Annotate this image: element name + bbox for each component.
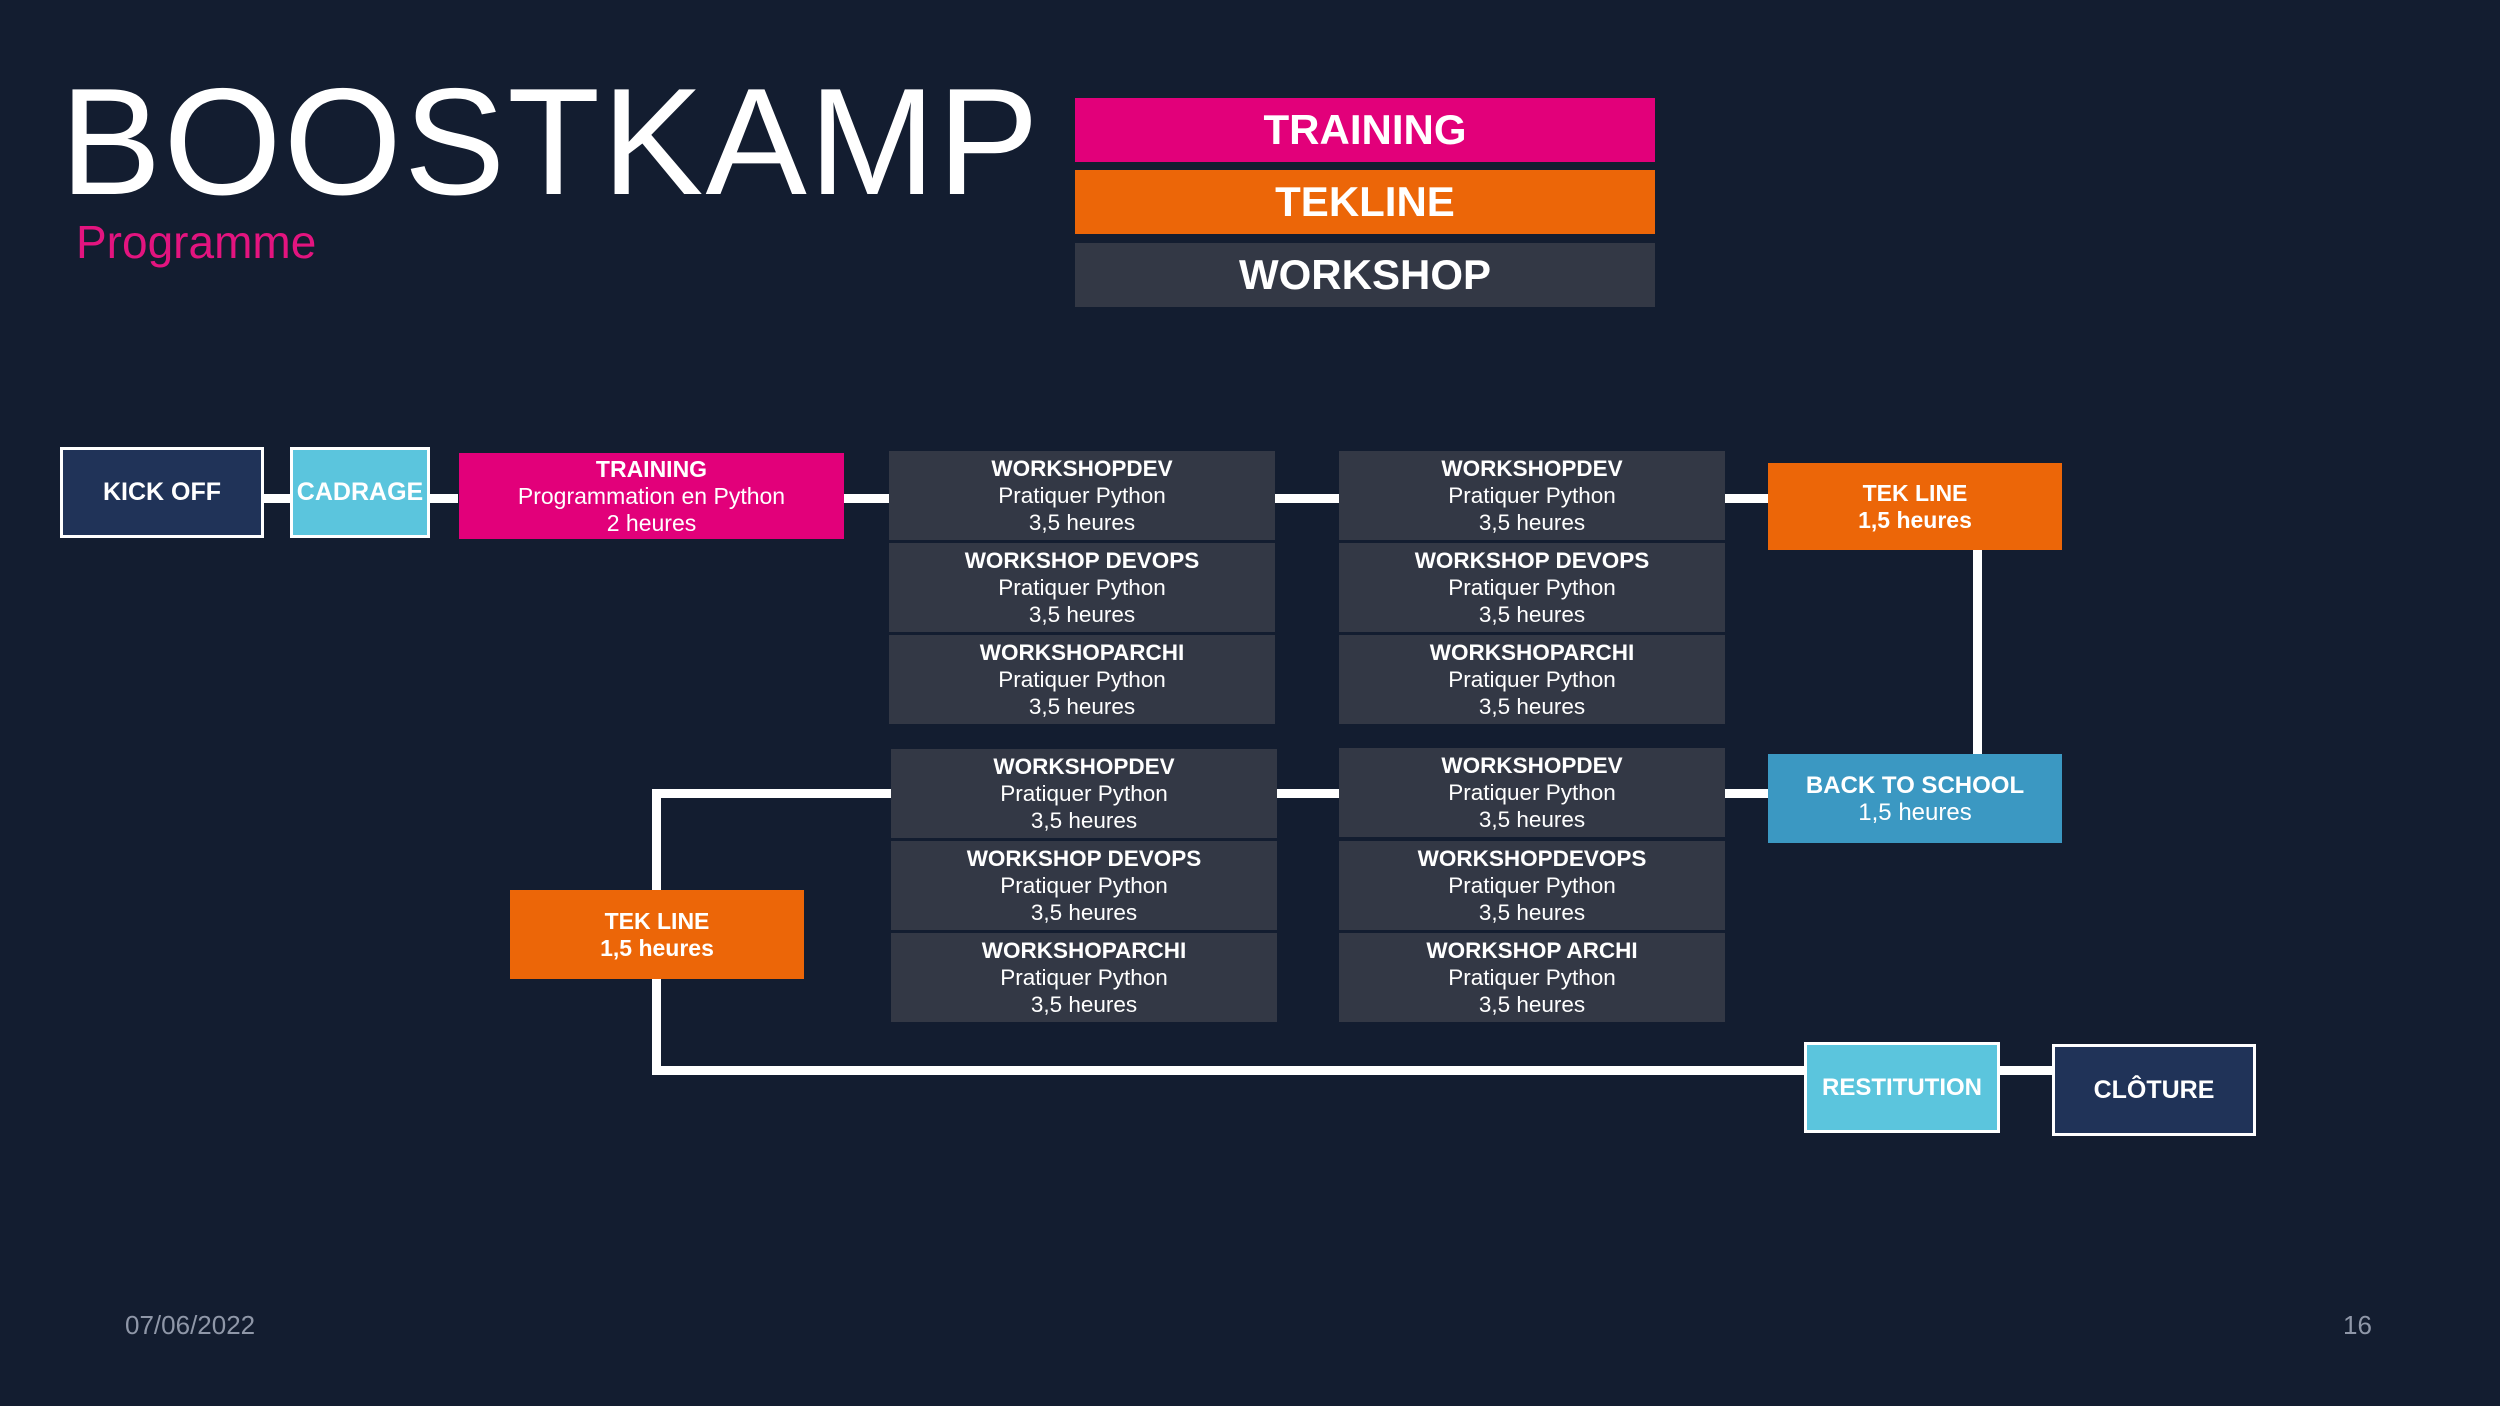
workshop-line2: 3,5 heures <box>1030 992 1138 1017</box>
workshop-line1: Pratiquer Python <box>1448 667 1616 692</box>
workshop-line2: 3,5 heures <box>1478 694 1586 719</box>
workshop-line2: 3,5 heures <box>1478 602 1586 627</box>
tekline-left-box: TEK LINE 1,5 heures <box>510 890 804 979</box>
workshop-line1: Pratiquer Python <box>1000 781 1168 806</box>
workshop-title: WORKSHOPDEV <box>991 456 1173 481</box>
workshop-title: WORKSHOP DEVOPS <box>1414 548 1650 573</box>
restitution-label: RESTITUTION <box>1822 1074 1982 1101</box>
connector-group4-group3 <box>1277 789 1340 798</box>
workshop-line1: Pratiquer Python <box>998 483 1166 508</box>
training-line2: 2 heures <box>606 509 697 536</box>
connector-group2-tekline <box>1725 494 1770 503</box>
connector-group3-tekline-left-h <box>652 789 892 798</box>
workshop-group3-item3: WORKSHOPARCHI Pratiquer Python 3,5 heure… <box>891 933 1277 1022</box>
legend-workshop: WORKSHOP <box>1075 243 1655 307</box>
workshop-title: WORKSHOPARCHI <box>979 640 1185 665</box>
workshop-title: WORKSHOP DEVOPS <box>964 548 1200 573</box>
workshop-title: WORKSHOPDEV <box>993 754 1175 779</box>
tekline-top-title: TEK LINE <box>1862 479 1968 506</box>
workshop-group2-item2: WORKSHOP DEVOPS Pratiquer Python 3,5 heu… <box>1339 543 1725 632</box>
tekline-top-box: TEK LINE 1,5 heures <box>1768 463 2062 550</box>
workshop-line2: 3,5 heures <box>1478 807 1586 832</box>
cadrage-box: CADRAGE <box>290 447 430 538</box>
connector-backtoschool-group4 <box>1725 789 1770 798</box>
workshop-title: WORKSHOPARCHI <box>1429 640 1635 665</box>
workshop-line2: 3,5 heures <box>1030 808 1138 833</box>
workshop-title: WORKSHOPDEV <box>1441 753 1623 778</box>
workshop-title: WORKSHOP ARCHI <box>1426 938 1638 963</box>
tekline-left-title: TEK LINE <box>604 907 710 934</box>
back-to-school-box: BACK TO SCHOOL 1,5 heures <box>1768 754 2062 843</box>
workshop-line2: 3,5 heures <box>1030 900 1138 925</box>
workshop-line1: Pratiquer Python <box>1000 965 1168 990</box>
workshop-group3-item2: WORKSHOP DEVOPS Pratiquer Python 3,5 heu… <box>891 841 1277 930</box>
kickoff-box: KICK OFF <box>60 447 264 538</box>
workshop-line2: 3,5 heures <box>1028 602 1136 627</box>
workshop-line1: Pratiquer Python <box>1448 965 1616 990</box>
training-box: TRAINING Programmation en Python 2 heure… <box>459 453 844 539</box>
workshop-group1-item1: WORKSHOPDEV Pratiquer Python 3,5 heures <box>889 451 1275 540</box>
workshop-line1: Pratiquer Python <box>1448 873 1616 898</box>
workshop-line1: Pratiquer Python <box>1000 873 1168 898</box>
workshop-line1: Pratiquer Python <box>1448 780 1616 805</box>
workshop-line2: 3,5 heures <box>1478 992 1586 1017</box>
workshop-line1: Pratiquer Python <box>998 667 1166 692</box>
workshop-line1: Pratiquer Python <box>998 575 1166 600</box>
workshop-title: WORKSHOP DEVOPS <box>966 846 1202 871</box>
training-title: TRAINING <box>595 455 708 482</box>
workshop-title: WORKSHOPARCHI <box>981 938 1187 963</box>
connector-restitution-cloture <box>1998 1066 2054 1075</box>
workshop-title: WORKSHOPDEV <box>1441 456 1623 481</box>
page-title: BOOSTKAMP <box>60 57 1041 227</box>
page-number: 16 <box>2343 1310 2372 1340</box>
workshop-line2: 3,5 heures <box>1028 510 1136 535</box>
kickoff-label: KICK OFF <box>102 478 222 506</box>
workshop-line1: Pratiquer Python <box>1448 483 1616 508</box>
workshop-group4-item1: WORKSHOPDEV Pratiquer Python 3,5 heures <box>1339 748 1725 837</box>
connector-loop-to-restitution <box>652 1066 1806 1075</box>
tekline-left-line1: 1,5 heures <box>600 934 714 961</box>
workshop-group1-item3: WORKSHOPARCHI Pratiquer Python 3,5 heure… <box>889 635 1275 724</box>
cloture-box: CLÔTURE <box>2052 1044 2256 1136</box>
cadrage-label: CADRAGE <box>296 478 424 506</box>
workshop-line2: 3,5 heures <box>1478 510 1586 535</box>
workshop-group1-item2: WORKSHOP DEVOPS Pratiquer Python 3,5 heu… <box>889 543 1275 632</box>
workshop-group3-item1: WORKSHOPDEV Pratiquer Python 3,5 heures <box>891 749 1277 838</box>
connector-tekline-backtoschool <box>1973 549 1982 755</box>
connector-group1-group2 <box>1275 494 1340 503</box>
connector-training-group1 <box>843 494 889 503</box>
restitution-box: RESTITUTION <box>1804 1042 2000 1133</box>
legend-tekline: TEKLINE <box>1075 170 1655 234</box>
workshop-line2: 3,5 heures <box>1028 694 1136 719</box>
back-to-school-line1: 1,5 heures <box>1858 798 1972 826</box>
workshop-line1: Pratiquer Python <box>1448 575 1616 600</box>
training-line1: Programmation en Python <box>517 482 786 509</box>
footer-date: 07/06/2022 <box>125 1310 256 1340</box>
legend-training: TRAINING <box>1075 98 1655 162</box>
workshop-group4-item3: WORKSHOP ARCHI Pratiquer Python 3,5 heur… <box>1339 933 1725 1022</box>
back-to-school-title: BACK TO SCHOOL <box>1805 771 2025 799</box>
workshop-group2-item3: WORKSHOPARCHI Pratiquer Python 3,5 heure… <box>1339 635 1725 724</box>
cloture-label: CLÔTURE <box>2093 1075 2215 1104</box>
workshop-group2-item1: WORKSHOPDEV Pratiquer Python 3,5 heures <box>1339 451 1725 540</box>
workshop-group4-item2: WORKSHOPDEVOPS Pratiquer Python 3,5 heur… <box>1339 841 1725 930</box>
connector-kickoff-cadrage <box>262 494 292 503</box>
workshop-line2: 3,5 heures <box>1478 900 1586 925</box>
connector-cadrage-training <box>428 494 458 503</box>
workshop-title: WORKSHOPDEVOPS <box>1417 846 1647 871</box>
tekline-top-line1: 1,5 heures <box>1858 506 1972 533</box>
page-subtitle: Programme <box>76 216 317 268</box>
